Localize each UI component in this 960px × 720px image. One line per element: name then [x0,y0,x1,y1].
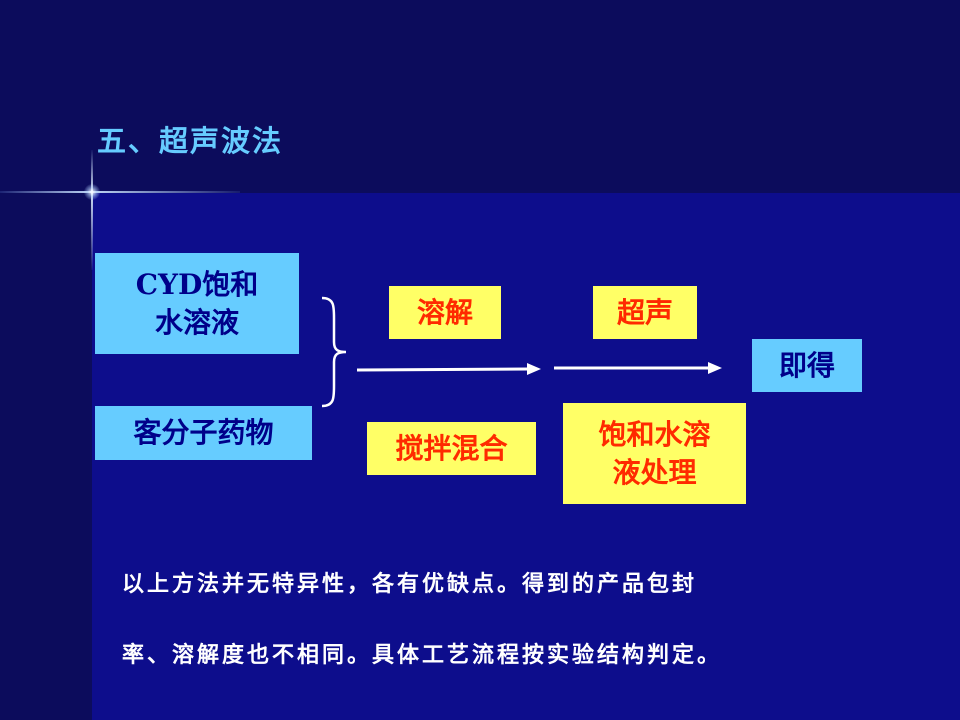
arrow-right-icon [554,362,722,374]
cyd-solution-box: CYD饱和 水溶液 [95,253,299,354]
dissolve-box: 溶解 [389,286,501,339]
slide-title: 五、超声波法 [97,124,284,158]
brace-icon [321,296,347,408]
arrow-right-icon [357,363,541,375]
decorative-horizontal-line [0,191,240,193]
top-band [0,0,960,193]
treatment-line1: 饱和水溶 [598,417,711,451]
cyd-solution-line1: CYD饱和 [135,267,259,301]
stir-mix-box: 搅拌混合 [367,422,536,475]
note-line-2: 率、溶解度也不相同。具体工艺流程按实验结构判定。 [122,642,723,668]
result-box: 即得 [752,339,862,392]
ultrasound-box: 超声 [593,286,697,339]
saturated-solution-treatment-box: 饱和水溶 液处理 [563,403,746,504]
decorative-vertical-line [91,150,93,270]
cyd-solution-line2: 水溶液 [154,305,239,339]
treatment-line2: 液处理 [612,455,697,489]
note-line-1: 以上方法并无特异性，各有优缺点。得到的产品包封 [122,571,698,597]
guest-drug-box: 客分子药物 [95,406,312,460]
left-band [0,0,92,720]
decorative-spark [84,184,100,200]
